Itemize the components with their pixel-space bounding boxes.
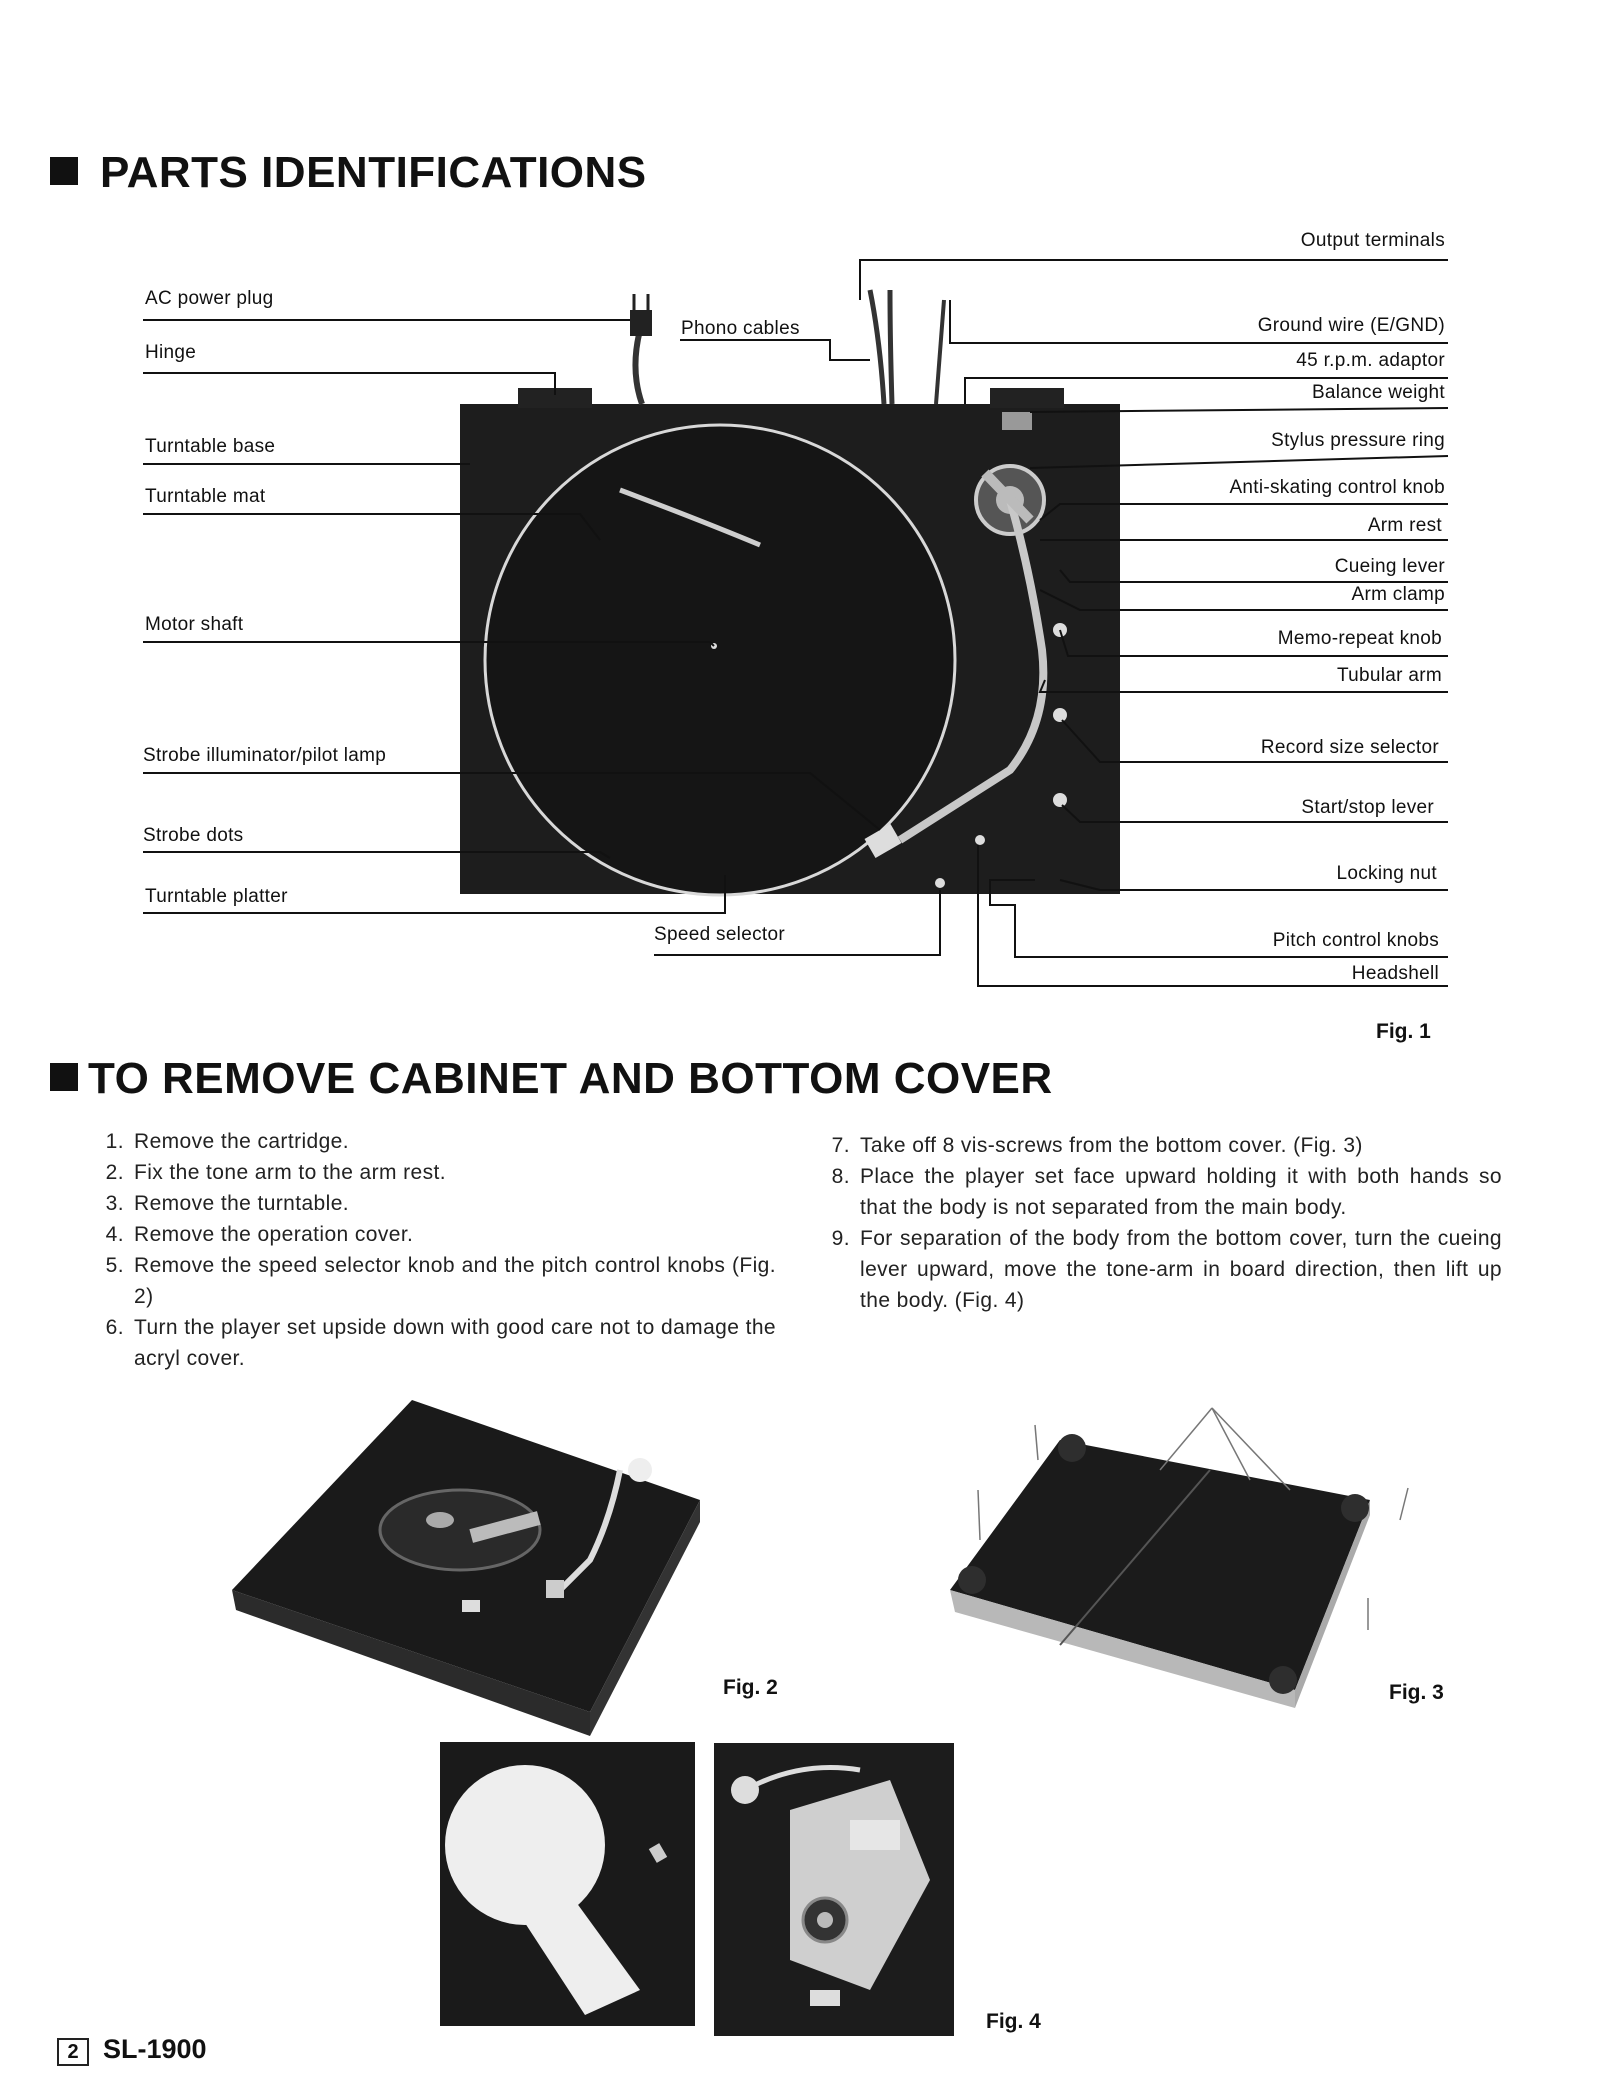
headshell-shape bbox=[864, 823, 902, 859]
tubular-arm-shape bbox=[897, 498, 1048, 844]
step-item: 6.Turn the player set upside down with g… bbox=[105, 1316, 776, 1370]
label-ground-wire: Ground wire (E/GND) bbox=[1257, 315, 1445, 336]
label-anti-skating-knob: Anti-skating control knob bbox=[1229, 477, 1445, 498]
section-title-remove-cabinet: TO REMOVE CABINET AND BOTTOM COVER bbox=[50, 1054, 1053, 1104]
label-headshell: Headshell bbox=[1351, 963, 1439, 984]
fig1-caption: Fig. 1 bbox=[1376, 1020, 1431, 1043]
label-record-size-selector: Record size selector bbox=[1260, 737, 1439, 758]
platter-shape bbox=[483, 423, 957, 897]
fig3-caption: Fig. 3 bbox=[1389, 1681, 1444, 1704]
steps-right-column: 7.Take off 8 vis-screws from the bottom … bbox=[816, 1130, 1502, 1316]
fig3-photo bbox=[950, 1407, 1409, 1708]
label-phono-cables: Phono cables bbox=[681, 318, 800, 339]
phono-cable-a-shape bbox=[867, 289, 887, 405]
fig2-caption: Fig. 2 bbox=[723, 1676, 778, 1699]
label-turntable-mat: Turntable mat bbox=[145, 486, 266, 507]
label-memo-repeat-knob: Memo-repeat knob bbox=[1277, 628, 1442, 649]
label-turntable-base: Turntable base bbox=[145, 436, 276, 457]
label-hinge: Hinge bbox=[145, 342, 197, 363]
label-motor-shaft: Motor shaft bbox=[145, 614, 244, 635]
step-item: 2.Fix the tone arm to the arm rest. bbox=[105, 1161, 446, 1184]
section-title-parts: PARTS IDENTIFICATIONS bbox=[50, 148, 647, 198]
fig4-photo-right bbox=[714, 1743, 954, 2036]
label-arm-rest: Arm rest bbox=[1367, 515, 1442, 536]
balance-weight-shape bbox=[1002, 412, 1032, 430]
label-tubular-arm: Tubular arm bbox=[1336, 665, 1442, 686]
steps-left-column: 1.Remove the cartridge. 2.Fix the tone a… bbox=[90, 1126, 776, 1374]
label-turntable-platter: Turntable platter bbox=[145, 886, 288, 907]
power-plug-shape bbox=[630, 310, 652, 336]
label-speed-selector: Speed selector bbox=[654, 924, 785, 945]
label-stylus-pressure-ring: Stylus pressure ring bbox=[1271, 430, 1445, 451]
step-item: 7.Take off 8 vis-screws from the bottom … bbox=[831, 1134, 1363, 1157]
hinge-right-shape bbox=[990, 388, 1064, 408]
fig4-photo-left bbox=[440, 1742, 695, 2026]
fig2-photo bbox=[232, 1400, 700, 1736]
label-balance-weight: Balance weight bbox=[1311, 382, 1445, 403]
bullet-square-icon bbox=[50, 1063, 78, 1092]
model-number: SL-1900 bbox=[103, 2034, 207, 2064]
locking-nut-shape bbox=[975, 835, 985, 845]
step-item: 5.Remove the speed selector knob and the… bbox=[105, 1254, 776, 1308]
platter-reflection-shape bbox=[619, 487, 761, 548]
arm-head-shape bbox=[981, 469, 1034, 524]
fig4-caption: Fig. 4 bbox=[986, 2010, 1041, 2033]
start-stop-knob-shape bbox=[1053, 793, 1067, 807]
power-cable-shape bbox=[632, 329, 645, 405]
label-45rpm-adaptor: 45 r.p.m. adaptor bbox=[1296, 350, 1445, 371]
record-size-knob-shape bbox=[1053, 708, 1067, 722]
step-item: 3.Remove the turntable. bbox=[105, 1192, 350, 1215]
label-ac-power-plug: AC power plug bbox=[145, 288, 274, 309]
page-footer: 2 SL-1900 bbox=[57, 2034, 207, 2066]
step-item: 9.For separation of the body from the bo… bbox=[831, 1227, 1502, 1312]
bullet-square-icon bbox=[50, 157, 78, 186]
fig1-turntable-drawing bbox=[143, 259, 1449, 987]
label-pitch-control-knobs: Pitch control knobs bbox=[1272, 930, 1439, 951]
label-locking-nut: Locking nut bbox=[1336, 863, 1437, 884]
fig1-leader-lines bbox=[143, 259, 1449, 987]
hinge-left-shape bbox=[518, 388, 592, 408]
page-number: 2 bbox=[57, 2038, 89, 2066]
ground-wire-shape bbox=[934, 299, 946, 405]
label-arm-clamp: Arm clamp bbox=[1351, 584, 1445, 605]
speed-knob-shape bbox=[935, 878, 945, 888]
label-start-stop-lever: Start/stop lever bbox=[1301, 797, 1434, 818]
step-item: 8.Place the player set face upward holdi… bbox=[831, 1165, 1502, 1219]
label-strobe-illuminator: Strobe illuminator/pilot lamp bbox=[143, 745, 387, 766]
label-output-terminals: Output terminals bbox=[1300, 230, 1445, 251]
step-item: 1.Remove the cartridge. bbox=[105, 1130, 349, 1153]
label-strobe-dots: Strobe dots bbox=[143, 825, 244, 846]
phono-cable-b-shape bbox=[887, 289, 895, 405]
step-item: 4.Remove the operation cover. bbox=[105, 1223, 414, 1246]
label-cueing-lever: Cueing lever bbox=[1334, 556, 1445, 577]
